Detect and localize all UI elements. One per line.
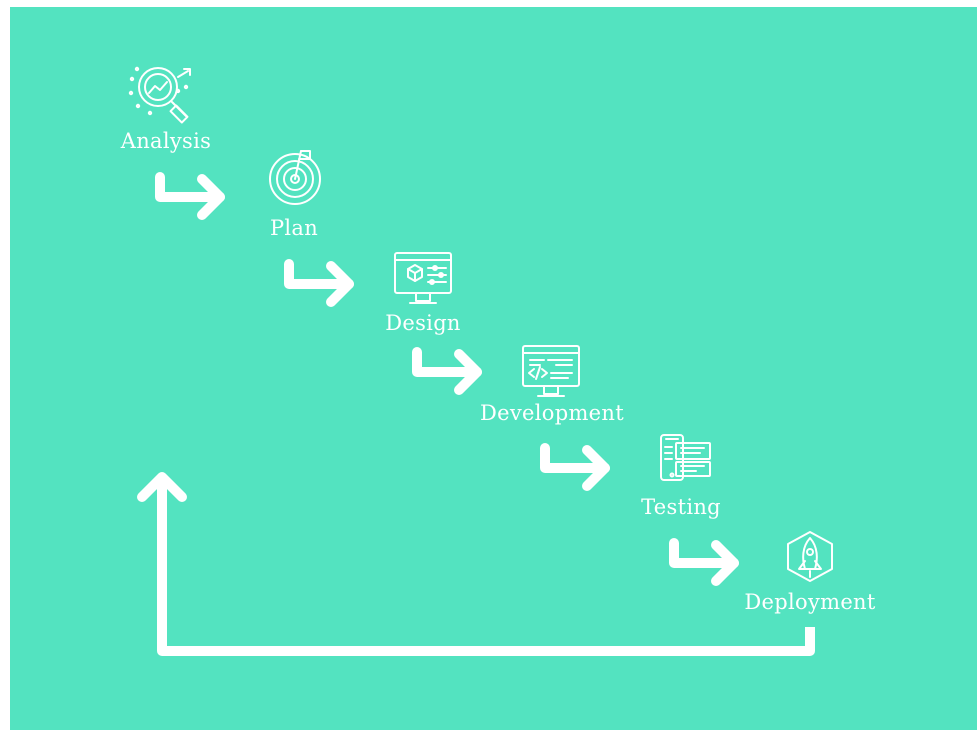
step-label-development: Development: [480, 401, 624, 425]
step-label-design: Design: [385, 311, 461, 335]
step-label-plan: Plan: [269, 216, 319, 240]
magnifier-chart-icon: [128, 66, 191, 124]
feedback-loop-arrow: [137, 472, 815, 656]
rocket-hexagon-icon: [787, 531, 833, 582]
arrow-design-to-development: [412, 347, 482, 395]
step-label-analysis: Analysis: [120, 129, 212, 153]
arrow-development-to-testing: [540, 443, 610, 491]
testing-devices-icon: [660, 434, 711, 481]
step-label-testing: Testing: [641, 495, 721, 519]
monitor-code-icon: [522, 345, 580, 397]
monitor-design-icon: [394, 252, 452, 304]
step-label-deployment: Deployment: [744, 590, 876, 614]
arrow-plan-to-design: [284, 259, 354, 307]
arrow-analysis-to-plan: [155, 172, 225, 220]
waterfall-diagram: [128, 66, 833, 656]
target-flag-icon: [269, 150, 321, 205]
arrow-testing-to-deployment: [669, 538, 739, 586]
diagram-canvas: Analysis Plan Design Development Testing…: [10, 7, 977, 730]
